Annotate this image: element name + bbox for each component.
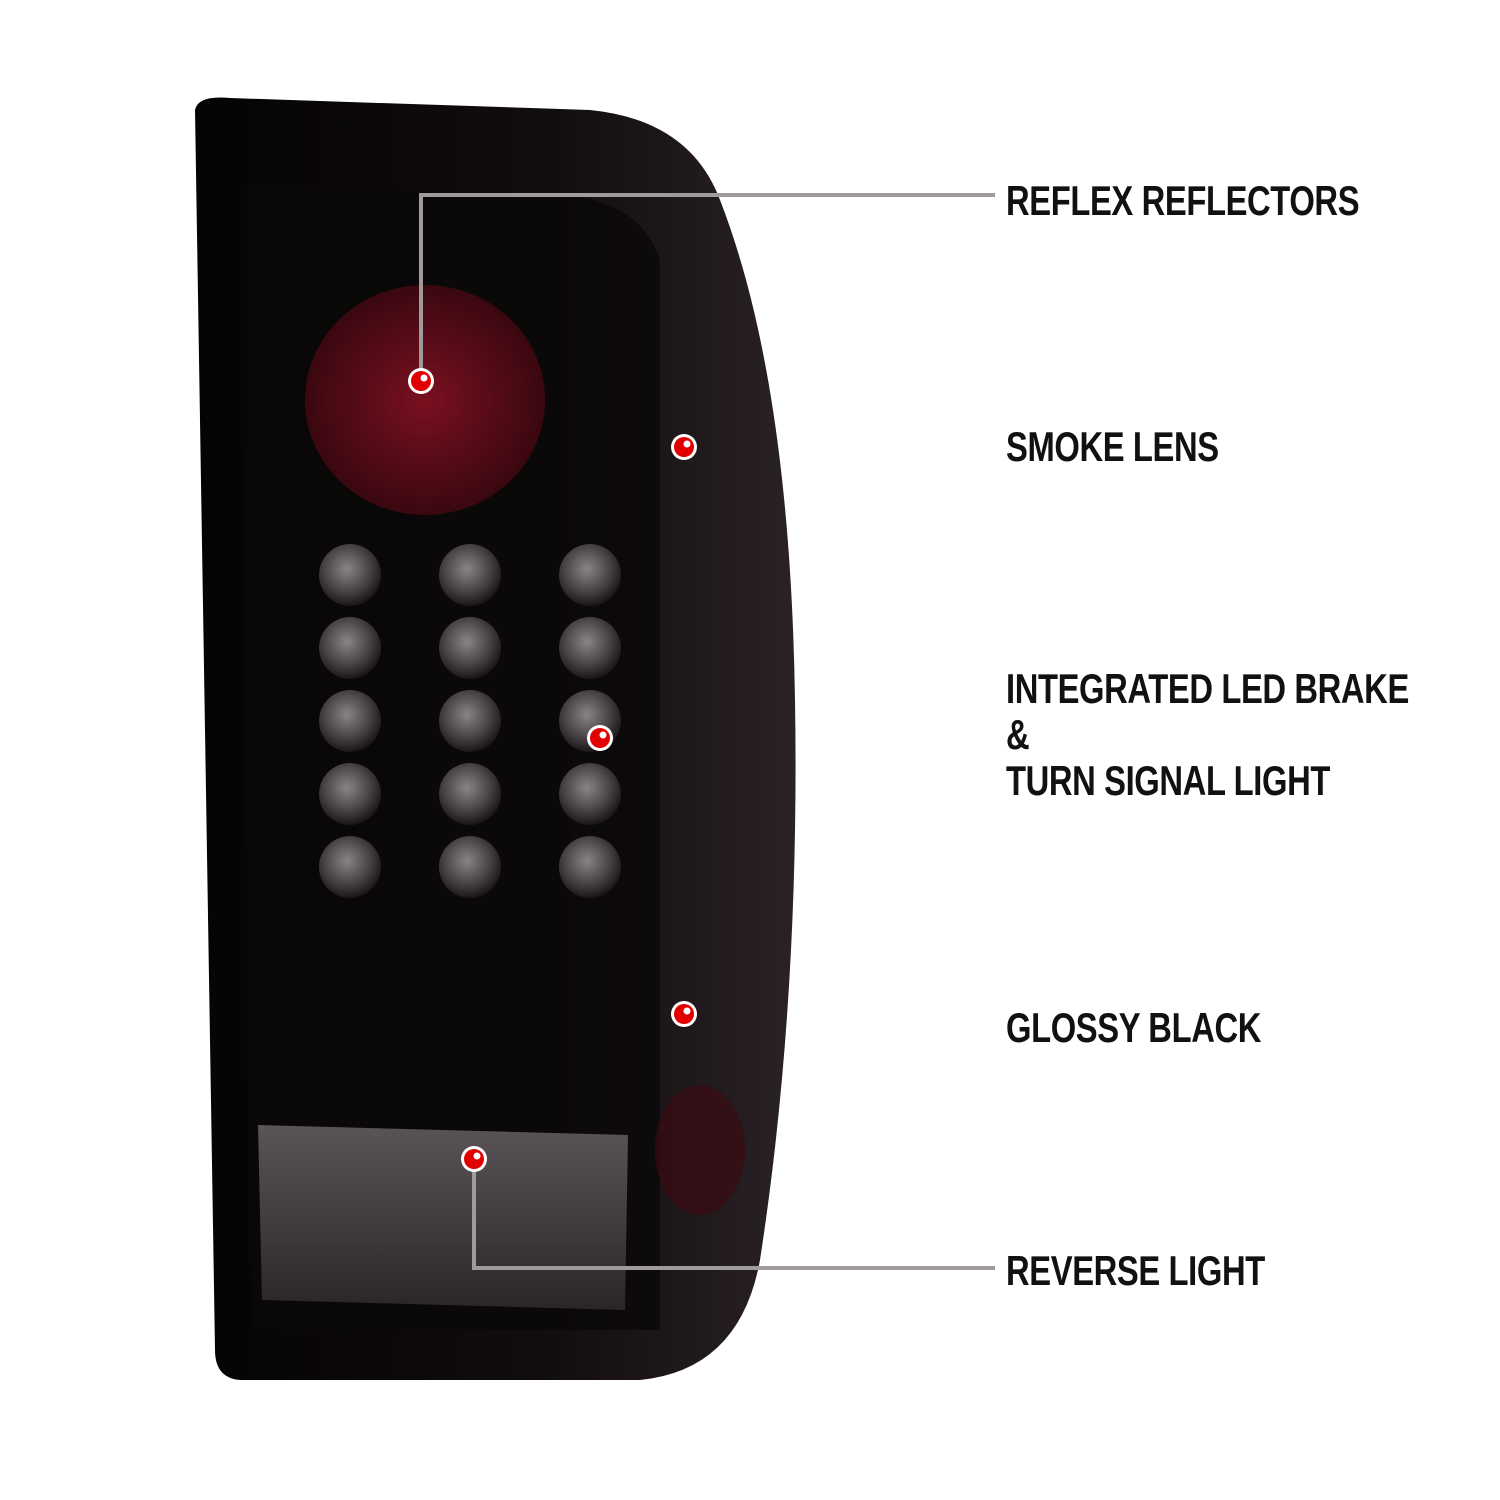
label-line: INTEGRATED LED BRAKE	[1006, 665, 1409, 712]
led-bulb	[439, 617, 501, 679]
led-marker-dot	[590, 728, 610, 748]
label-line: SMOKE LENS	[1006, 423, 1219, 470]
marker-highlight	[683, 1007, 691, 1015]
label-line: &	[1006, 711, 1030, 758]
led-bulb	[439, 763, 501, 825]
led-bulb	[439, 544, 501, 606]
reflex-label: REFLEX REFLECTORS	[1006, 177, 1360, 224]
led-bulb	[559, 544, 621, 606]
led-bulb	[559, 763, 621, 825]
label-line: REFLEX REFLECTORS	[1006, 177, 1360, 224]
led-bulb	[319, 617, 381, 679]
marker-highlight	[473, 1152, 481, 1160]
marker-highlight	[420, 374, 428, 382]
reflex-reflector	[305, 285, 545, 515]
smoke-marker-dot	[674, 437, 694, 457]
led-bulb	[319, 763, 381, 825]
callout-lines	[408, 193, 995, 1270]
marker-highlight	[683, 440, 691, 448]
reverse-lens	[258, 1125, 628, 1310]
smoke-label: SMOKE LENS	[1006, 424, 1219, 470]
reverse-label: REVERSE LIGHT	[1006, 1248, 1265, 1294]
led-bulb	[319, 690, 381, 752]
led-bulb	[319, 544, 381, 606]
led-bulb	[559, 617, 621, 679]
glossy-marker-dot	[674, 1004, 694, 1024]
led-array	[319, 544, 621, 898]
led-bulb	[439, 690, 501, 752]
label-line: REVERSE LIGHT	[1006, 1247, 1265, 1294]
label-line: TURN SIGNAL LIGHT	[1006, 757, 1331, 804]
marker-highlight	[599, 731, 607, 739]
led-label: INTEGRATED LED BRAKE&TURN SIGNAL LIGHT	[1006, 666, 1409, 804]
led-bulb	[319, 836, 381, 898]
label-line: GLOSSY BLACK	[1006, 1004, 1262, 1051]
led-bulb	[439, 836, 501, 898]
reverse-marker-dot	[464, 1149, 484, 1169]
led-bulb	[559, 836, 621, 898]
glossy-label: GLOSSY BLACK	[1006, 1005, 1261, 1051]
reflex-marker-dot	[411, 371, 431, 391]
